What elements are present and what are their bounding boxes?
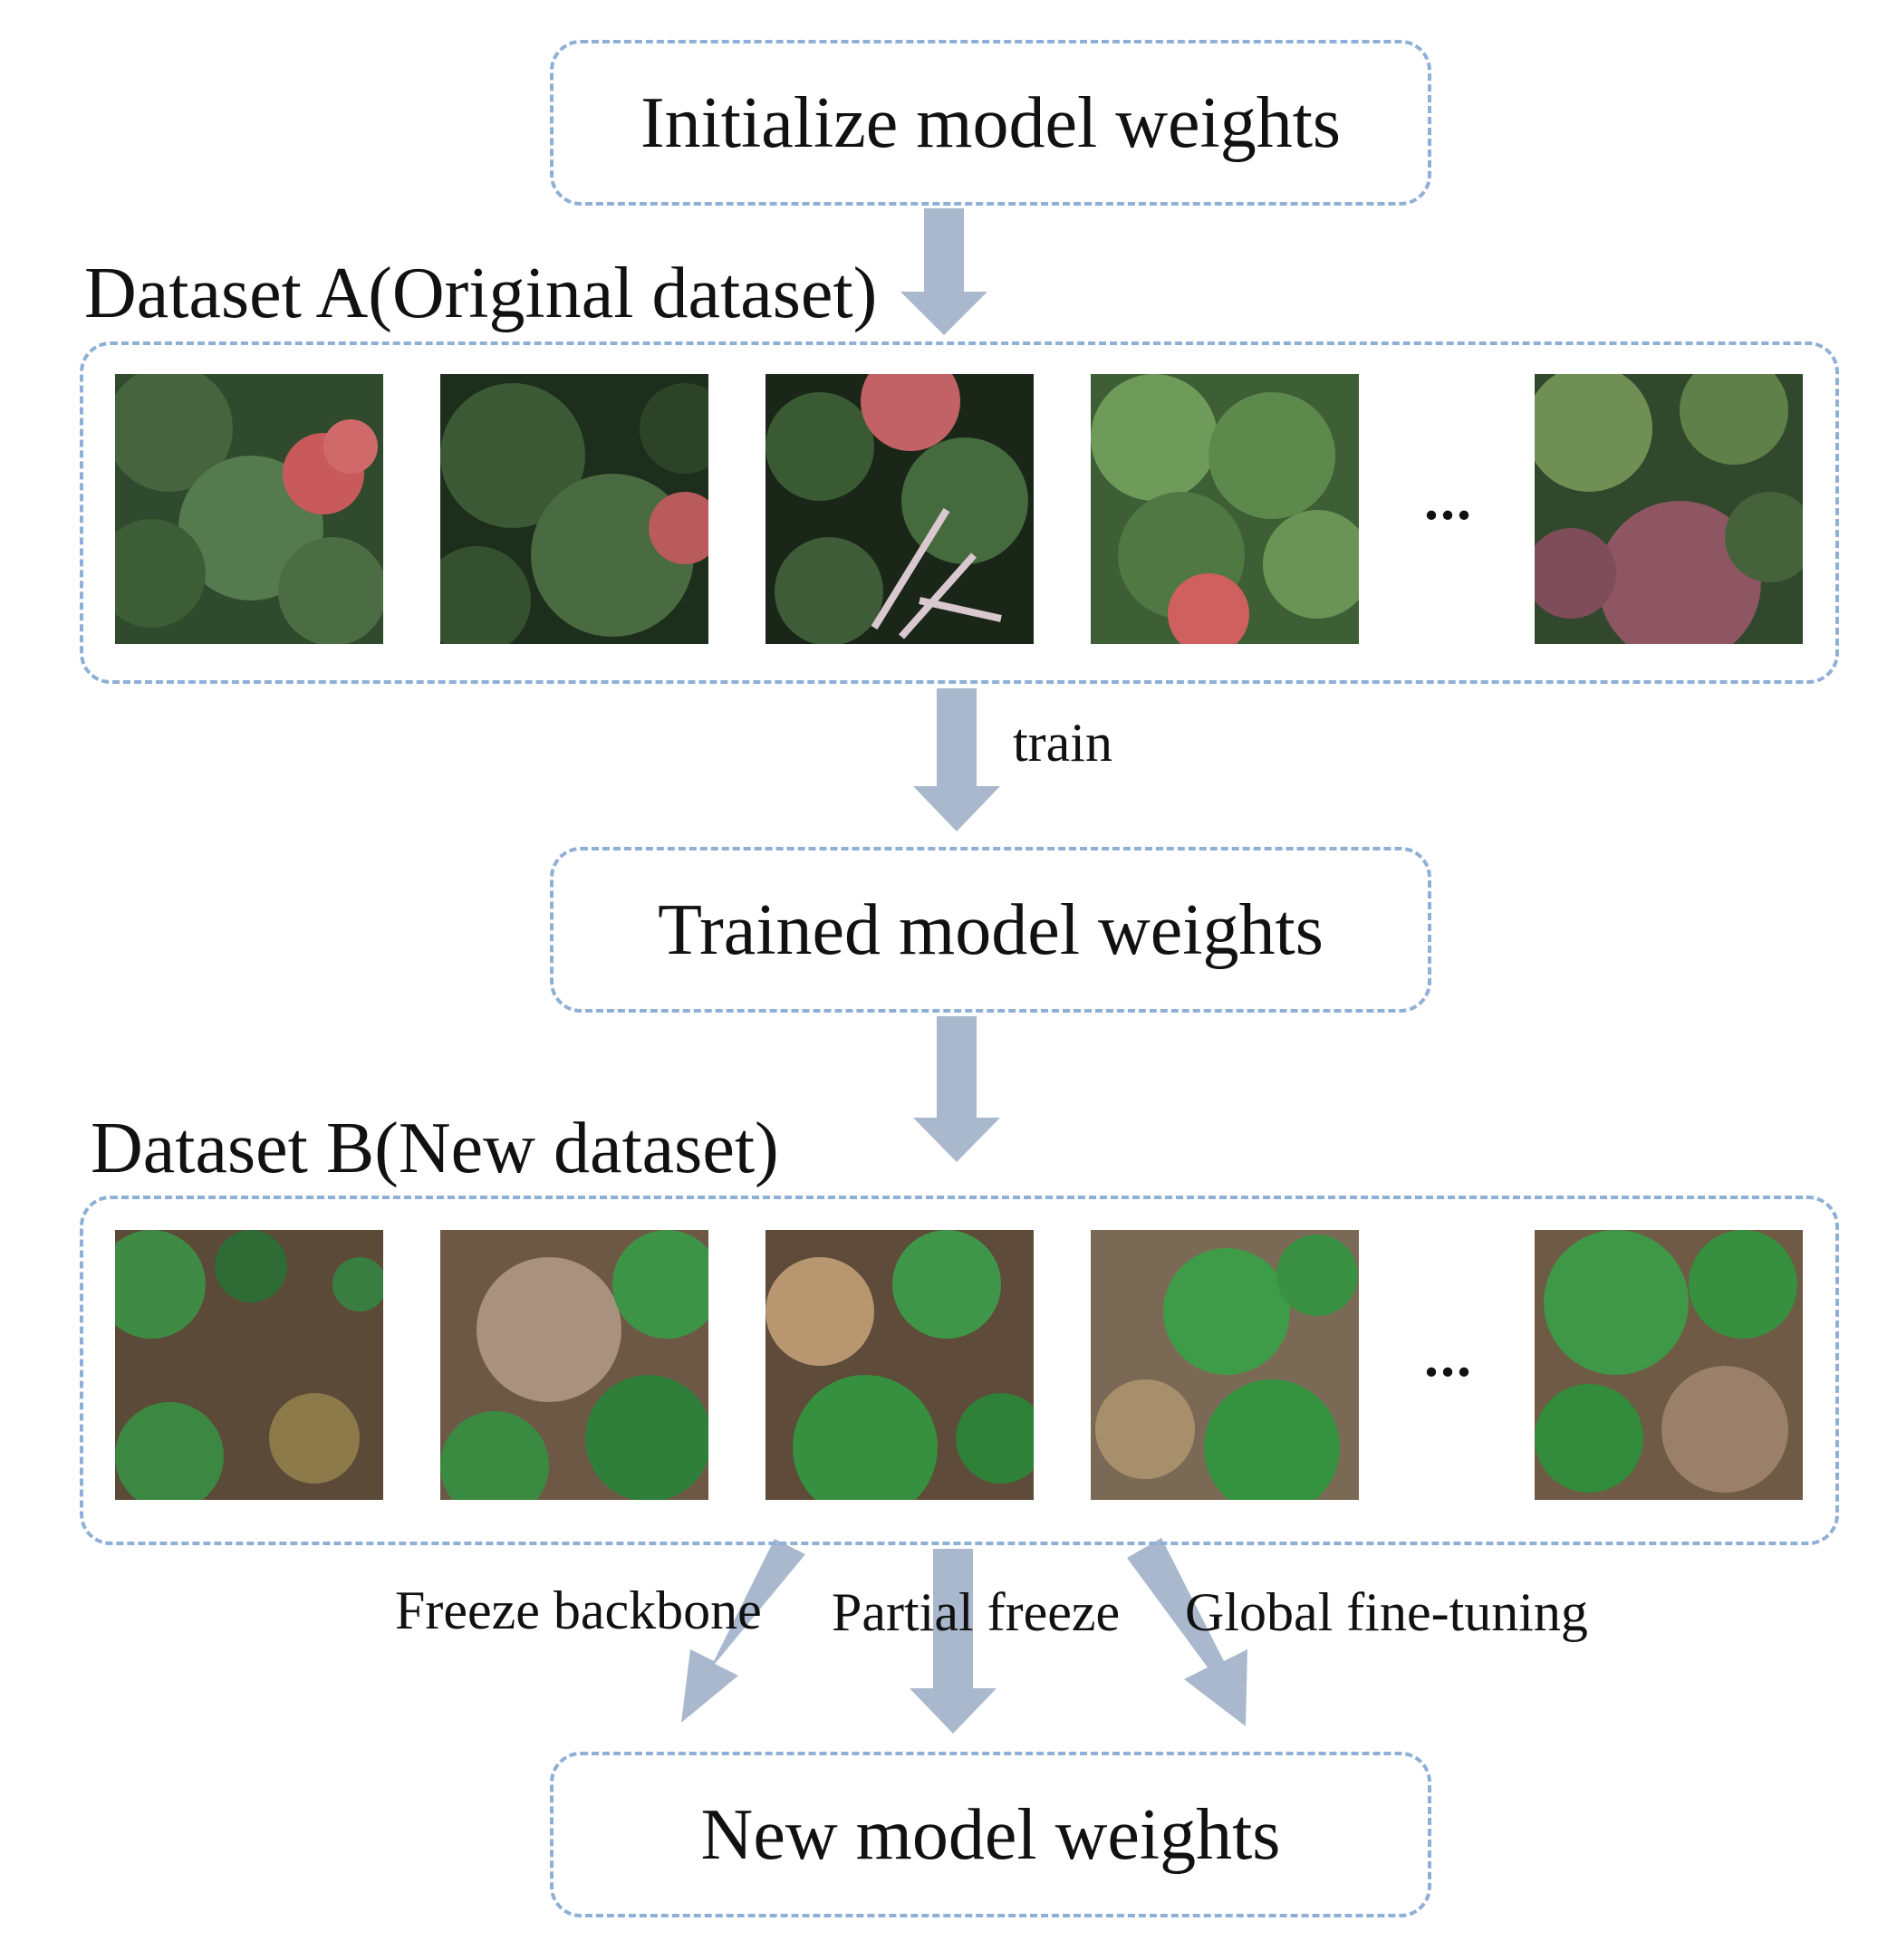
dataset-a-ellipsis: ... [1424,467,1473,532]
edge-partial-freeze-label: Partial freeze [832,1582,1121,1642]
node-initialize-model-weights: Initialize model weights [550,40,1431,206]
dataset-b-ellipsis: ... [1424,1324,1473,1388]
arrow-freeze-backbone [681,1539,805,1723]
dataset-a-image-4 [1091,374,1359,644]
node-trained-label: Trained model weights [658,889,1324,970]
edge-freeze-backbone-label: Freeze backbone [395,1580,762,1640]
dataset-a-title: Dataset A(Original dataset) [84,254,878,333]
edge-train-label: train [1013,713,1112,773]
arrow-partial-freeze [910,1549,997,1734]
dataset-b-image-5 [1535,1230,1803,1500]
dataset-b-container [80,1196,1839,1545]
dataset-a-container [80,341,1839,684]
dataset-b-image-2 [440,1230,708,1500]
arrow-init-to-dataset-a [900,208,987,335]
dataset-b-image-3 [766,1230,1034,1500]
node-new-model-weights: New model weights [550,1752,1431,1917]
dataset-b-image-4 [1091,1230,1359,1500]
arrow-trained-to-dataset-b [913,1016,1000,1162]
arrow-train [913,688,1000,831]
node-trained-model-weights: Trained model weights [550,847,1431,1013]
node-new-label: New model weights [700,1794,1281,1875]
dataset-b-image-1 [115,1230,383,1500]
dataset-a-image-3 [766,374,1034,644]
dataset-b-title: Dataset B(New dataset) [91,1109,779,1188]
arrow-global-fine-tuning [1127,1538,1247,1726]
edge-global-fine-tuning-label: Global fine-tuning [1185,1582,1588,1642]
dataset-a-image-5 [1535,374,1803,644]
node-initialize-label: Initialize model weights [640,82,1342,163]
dataset-a-image-1 [115,374,383,644]
dataset-a-image-2 [440,374,708,644]
